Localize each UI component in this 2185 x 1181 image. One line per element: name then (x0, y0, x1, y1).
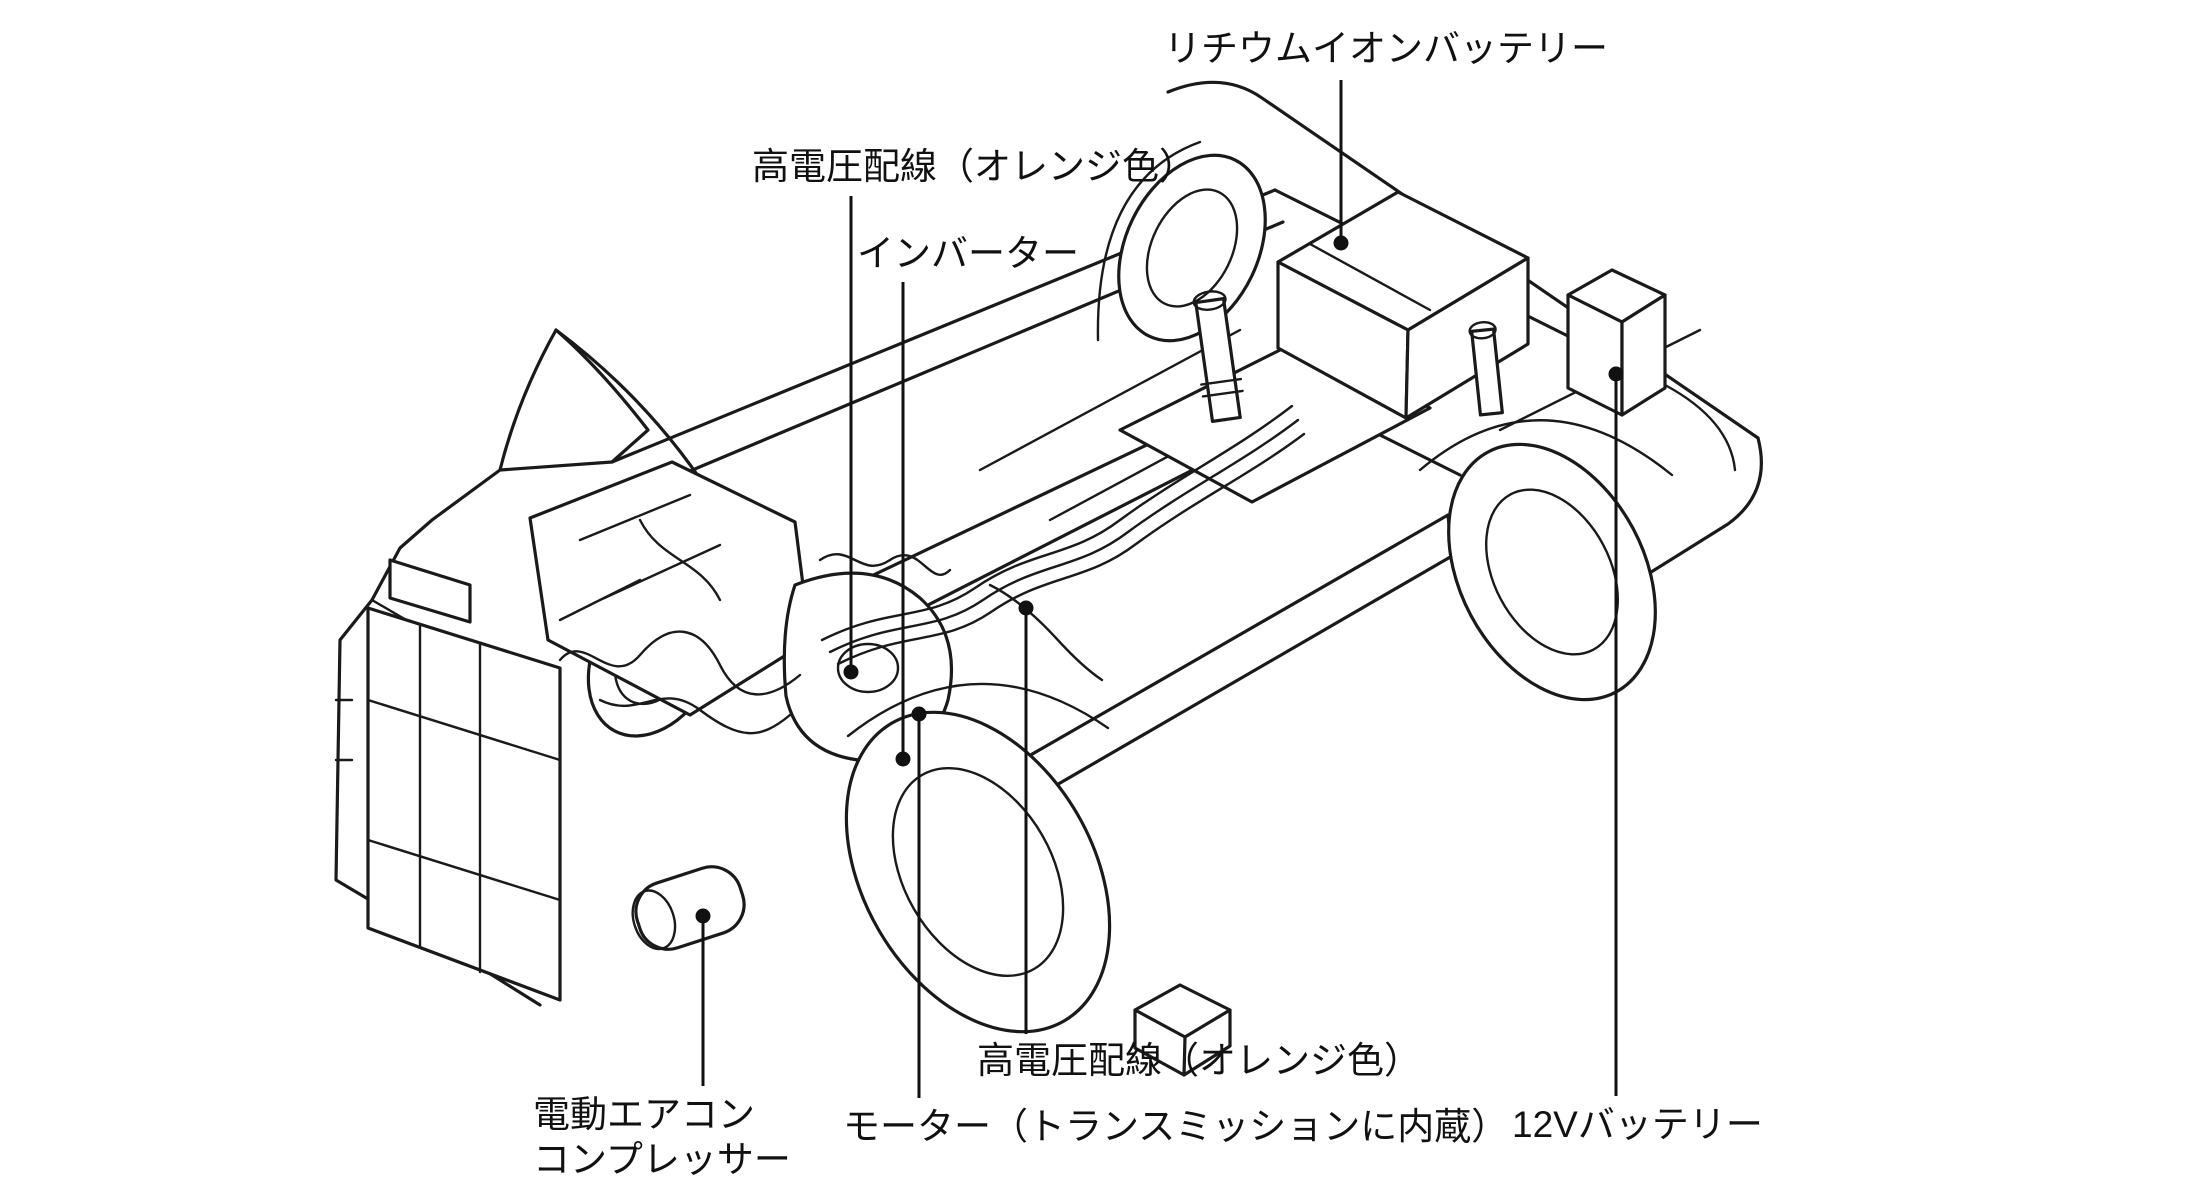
leader-dot-motor (911, 706, 927, 722)
leader-dot-inverter (895, 751, 911, 767)
rear-strut (1192, 290, 1244, 423)
leader-dot-ac-compressor (695, 908, 711, 924)
label-lithium-ion-battery: リチウムイオンバッテリー (1164, 28, 1608, 69)
leader-dot-12v-battery (1608, 366, 1624, 382)
label-electric-ac-compressor-line2: コンプレッサー (533, 1139, 791, 1180)
label-inverter: インバーター (857, 233, 1079, 274)
powertrain-block (528, 460, 1232, 1077)
leader-dot-hv-wiring-top (843, 664, 859, 680)
leader-dot-hv-wiring-bottom (1018, 600, 1034, 616)
rear-far-wheel (1096, 140, 1267, 423)
radiator-module (366, 558, 562, 1002)
high-voltage-cables (820, 404, 1306, 682)
label-12v-battery: 12Vバッテリー (1512, 1104, 1763, 1145)
front-near-wheel (844, 682, 1112, 1034)
ac-compressor-unit (631, 865, 746, 951)
leader-lines (695, 80, 1624, 1098)
battery-12v-box (1566, 268, 1667, 417)
label-motor: モーター（トランスミッションに内蔵） (843, 1106, 1509, 1147)
label-high-voltage-wiring-bottom: 高電圧配線（オレンジ色） (977, 1040, 1421, 1081)
leader-dot-lithium-battery (1333, 235, 1349, 251)
label-electric-ac-compressor: 電動エアコン コンプレッサー (533, 1092, 791, 1181)
label-high-voltage-wiring-top: 高電圧配線（オレンジ色） (752, 146, 1196, 187)
label-electric-ac-compressor-line1: 電動エアコン (533, 1094, 755, 1135)
